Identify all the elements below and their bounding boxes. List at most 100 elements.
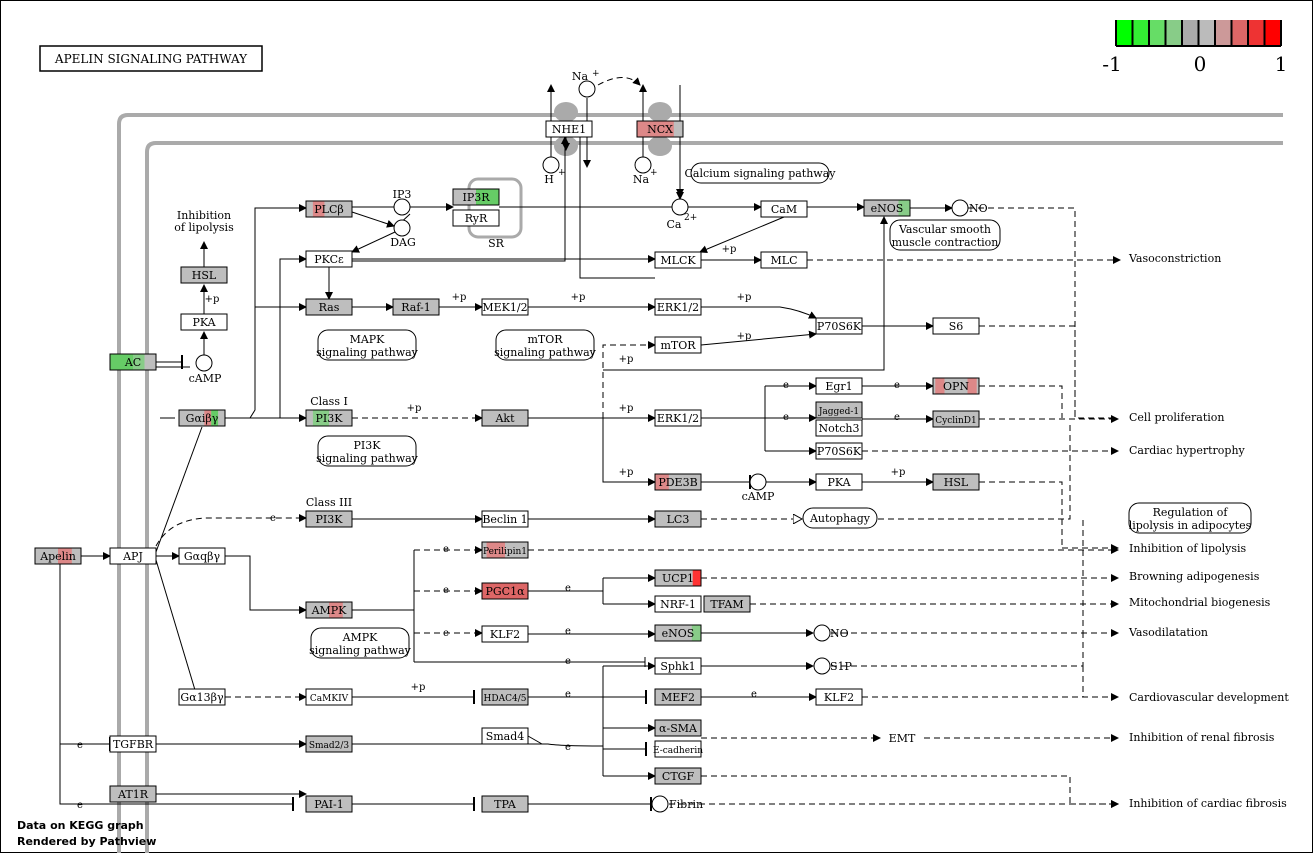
node-plcb[interactable]: PLCβ [305, 200, 353, 218]
node-pai1[interactable]: PAI-1 [305, 795, 353, 813]
compound-fibrin[interactable]: Fibrin [651, 795, 703, 813]
node-label-sphk1: Sphk1 [660, 660, 695, 673]
static-label-12: Vasodilatation [1128, 626, 1208, 639]
node-ecad[interactable]: E-cadherin [653, 740, 703, 758]
node-ac[interactable]: AC [109, 353, 157, 371]
node-pgc1a[interactable]: PGC1α [481, 582, 529, 600]
node-pde3b[interactable]: PDE3B [654, 473, 702, 491]
node-smad4[interactable]: Smad4 [481, 727, 529, 745]
node-erk12b[interactable]: ERK1/2 [654, 409, 702, 427]
node-s6[interactable]: S6 [932, 317, 980, 335]
node-pka1[interactable]: PKA [180, 313, 228, 331]
map-link-6[interactable]: Autophagy [802, 507, 878, 529]
compound-ip3[interactable]: IP3 [393, 188, 412, 216]
edge-label-expr-1: e [443, 544, 449, 555]
node-apj[interactable]: APJ [109, 547, 157, 565]
node-klf2b[interactable]: KLF2 [815, 688, 863, 706]
node-ncx[interactable]: NCX [636, 120, 684, 138]
node-klf2a[interactable]: KLF2 [481, 625, 529, 643]
node-pi3k3[interactable]: PI3K [305, 510, 353, 528]
compound-s1p[interactable]: S1P [813, 657, 853, 675]
node-ucp1[interactable]: UCP1 [654, 569, 702, 587]
compound-label-h: H [544, 173, 554, 186]
node-raf1[interactable]: Raf-1 [392, 298, 440, 316]
node-ip3r[interactable]: IP3R [452, 188, 500, 206]
node-p70a[interactable]: P70S6K [815, 317, 863, 335]
node-enos1[interactable]: eNOS [863, 199, 911, 217]
node-pkce[interactable]: PKCε [305, 250, 353, 268]
compound-na_top[interactable]: Na [572, 70, 596, 98]
node-label-ecad: E-cadherin [653, 746, 703, 756]
node-egr1[interactable]: Egr1 [815, 377, 863, 395]
node-erk12a[interactable]: ERK1/2 [654, 298, 702, 316]
edge-64 [979, 385, 1063, 418]
compound-no1[interactable]: NO [951, 199, 988, 217]
node-perilipin[interactable]: Perilipin1 [481, 541, 529, 559]
node-label-pka2: PKA [827, 476, 851, 489]
node-ctgf[interactable]: CTGF [654, 767, 702, 785]
compound-label-ip3: IP3 [393, 188, 412, 201]
node-camkiv[interactable]: CaMKIV [305, 688, 353, 706]
compound-camp2[interactable]: cAMP [742, 473, 775, 503]
node-tgfbr[interactable]: TGFBR [109, 735, 157, 753]
node-smad23[interactable]: Smad2/3 [305, 735, 353, 753]
node-beclin[interactable]: Beclin 1 [481, 510, 529, 528]
node-enos2[interactable]: eNOS [654, 624, 702, 642]
node-jagged[interactable]: Jagged-1 [815, 401, 863, 419]
node-opn[interactable]: OPN [932, 377, 980, 395]
node-mef2[interactable]: MEF2 [654, 688, 702, 706]
node-gq[interactable]: Gαqβγ [178, 547, 226, 565]
edge-label-phos-10: +p [411, 682, 426, 693]
node-cam[interactable]: CaM [760, 200, 808, 218]
node-cyclind1[interactable]: CyclinD1 [932, 410, 980, 428]
node-p70b[interactable]: P70S6K [815, 442, 863, 460]
node-apelin[interactable]: Apelin [34, 547, 82, 565]
compound-no2[interactable]: NO [813, 624, 849, 642]
node-akt[interactable]: Akt [481, 409, 529, 427]
compound-na_bot[interactable]: Na [633, 156, 652, 186]
node-asma[interactable]: α-SMA [654, 719, 702, 737]
map-link-0[interactable]: Calcium signaling pathway [685, 162, 837, 184]
compound-dag[interactable]: DAG [390, 219, 416, 249]
node-galphabeta[interactable]: Gαiβγ [178, 409, 226, 427]
node-hsl2[interactable]: HSL [932, 473, 980, 491]
node-label-pkce: PKCε [314, 253, 344, 266]
node-at1r[interactable]: AT1R [109, 785, 157, 803]
node-hsl1[interactable]: HSL [180, 266, 228, 284]
compound-label-fibrin: Fibrin [669, 798, 703, 811]
node-g13[interactable]: Gα13βγ [178, 688, 226, 706]
node-pi3k1[interactable]: PI3K [305, 409, 353, 427]
node-mek12[interactable]: MEK1/2 [481, 298, 529, 316]
node-color-band [482, 583, 528, 599]
node-tfam[interactable]: TFAM [703, 595, 751, 613]
node-mlck[interactable]: MLCK [654, 251, 702, 269]
node-mtor[interactable]: mTOR [654, 336, 702, 354]
node-nhe1[interactable]: NHE1 [545, 120, 593, 138]
node-ryr[interactable]: RyR [452, 209, 500, 227]
node-mlc[interactable]: MLC [760, 251, 808, 269]
node-label-mtor: mTOR [660, 339, 696, 352]
compound-ca[interactable]: Ca [667, 198, 689, 231]
compound-h[interactable]: H [542, 156, 560, 186]
node-ampk[interactable]: AMPK [305, 601, 353, 619]
node-sphk1[interactable]: Sphk1 [654, 657, 702, 675]
node-lc3[interactable]: LC3 [654, 510, 702, 528]
node-color-band [312, 201, 325, 217]
node-notch3[interactable]: Notch3 [815, 419, 863, 437]
node-pka2[interactable]: PKA [815, 473, 863, 491]
node-nrf1[interactable]: NRF-1 [654, 595, 702, 613]
node-ras[interactable]: Ras [305, 298, 353, 316]
node-hdac[interactable]: HDAC4/5 [481, 688, 529, 706]
node-color-band [935, 378, 945, 394]
compound-camp1[interactable]: cAMP [189, 354, 222, 385]
static-label-7: Cell proliferation [1129, 411, 1224, 424]
node-tpa[interactable]: TPA [481, 795, 529, 813]
node-color-band [692, 570, 701, 586]
